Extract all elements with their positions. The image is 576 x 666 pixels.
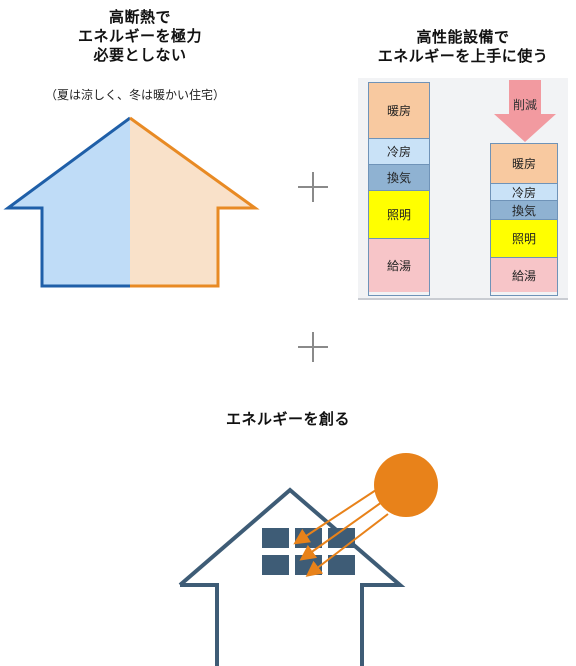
stack-after-lighting: 照明 [491, 220, 557, 258]
reduction-label: 削減 [512, 98, 537, 112]
plus-icon-top [298, 172, 328, 202]
house-right-half [130, 118, 255, 286]
stack-before-hotwater: 給湯 [369, 239, 429, 292]
equipment-title-line2: エネルギーを上手に使う [377, 47, 549, 65]
sun-icon [374, 453, 438, 517]
stack-after-lighting-label: 照明 [511, 232, 536, 246]
insulation-title-line1: 高断熱で [108, 8, 171, 26]
insulation-title-line3: 必要としない [93, 46, 187, 64]
insulation-subtitle: （夏は涼しく、冬は暖かい住宅） [44, 88, 225, 102]
house-left-half [8, 118, 130, 286]
solar-panel-5 [295, 555, 322, 575]
stack-before-cooling-label: 冷房 [386, 145, 411, 159]
stack-before-lighting-label: 照明 [386, 208, 411, 222]
stack-after-ventilation: 換気 [491, 201, 557, 220]
energy-stack-before: 暖房 冷房 換気 照明 給湯 [368, 82, 430, 296]
stack-before-lighting: 照明 [369, 191, 429, 239]
insulation-title: 高断熱で エネルギーを極力 必要としない [20, 8, 260, 65]
solar-panel-6 [328, 555, 355, 575]
house-outline [178, 487, 406, 666]
energy-stack-after: 暖房 冷房 換気 照明 給湯 [490, 143, 558, 296]
equipment-title-line1: 高性能設備で [416, 28, 510, 46]
house-right-outline [129, 116, 260, 288]
stack-before-ventilation-label: 換気 [386, 171, 411, 185]
stack-after-hotwater-label: 給湯 [511, 268, 536, 283]
insulation-title-line2: エネルギーを極力 [77, 27, 202, 45]
solar-panel-1 [262, 528, 289, 548]
solar-panel-2 [295, 528, 322, 548]
stack-before-ventilation: 換気 [369, 165, 429, 191]
create-energy-title: エネルギーを創る [225, 410, 350, 428]
stack-after-heating-label: 暖房 [511, 157, 536, 171]
stack-before-heating: 暖房 [369, 83, 429, 139]
stack-after-heating: 暖房 [491, 144, 557, 184]
sun-ray-1 [293, 489, 377, 545]
stack-after-cooling: 冷房 [491, 184, 557, 201]
sun-ray-2 [299, 501, 383, 561]
reduction-arrow-icon [494, 80, 556, 142]
solar-panel-4 [262, 555, 289, 575]
stack-before-hotwater-label: 給湯 [386, 259, 411, 273]
plus-icon-middle [298, 332, 328, 362]
sun-ray-3 [305, 513, 389, 577]
stack-after-cooling-label: 冷房 [511, 185, 536, 200]
equipment-title: 高性能設備で エネルギーを上手に使う [350, 28, 576, 66]
house-left-outline [3, 116, 131, 288]
solar-panel-3 [328, 528, 355, 548]
stack-before-cooling: 冷房 [369, 139, 429, 165]
stack-before-heating-label: 暖房 [386, 104, 411, 118]
stack-after-hotwater: 給湯 [491, 258, 557, 292]
stack-after-ventilation-label: 換気 [511, 203, 536, 218]
house-outline-left [180, 583, 219, 666]
